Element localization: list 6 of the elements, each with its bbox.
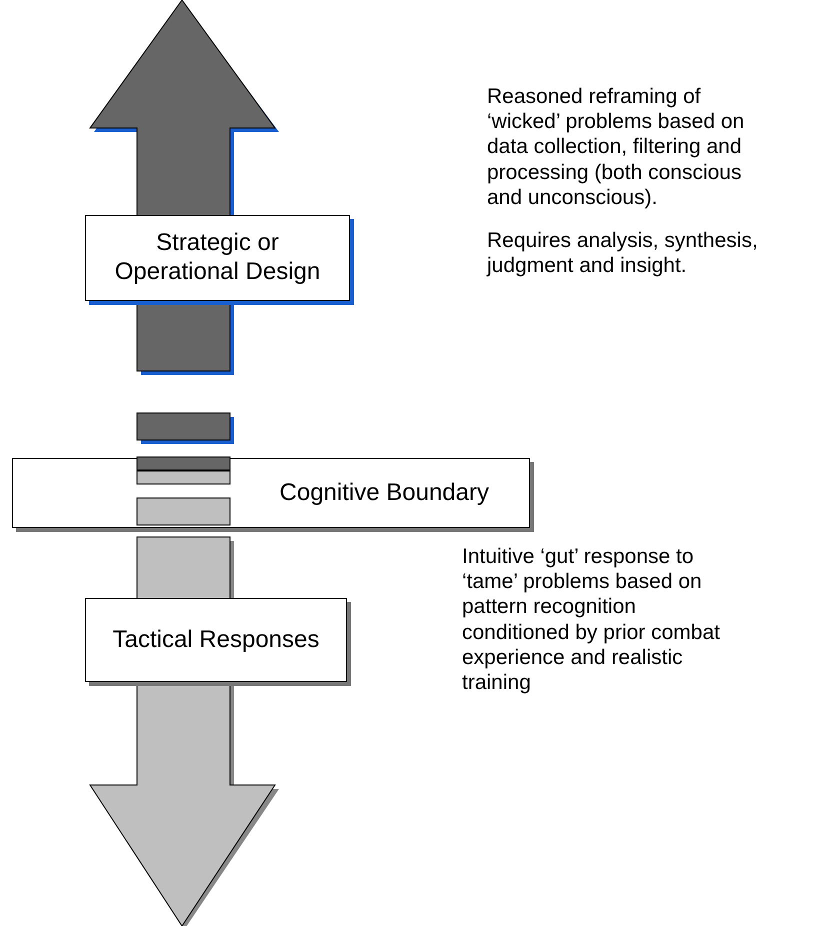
description-text: Reasoned reframing of ‘wicked’ problems based on data collection, filtering and processing (both conscious and unconscious). [487,84,746,210]
box-label: Strategic or Operational Design [114,229,322,287]
box-label: Tactical Responses [112,626,320,654]
box-label: Cognitive Boundary [280,478,489,508]
description-text: Requires analysis, synthesis, judgment and insight. [487,228,759,278]
description-text: Intuitive ‘gut’ response to ‘tame’ problems based on pattern recognition conditioned by prior combat experience and realistic training [462,544,721,696]
